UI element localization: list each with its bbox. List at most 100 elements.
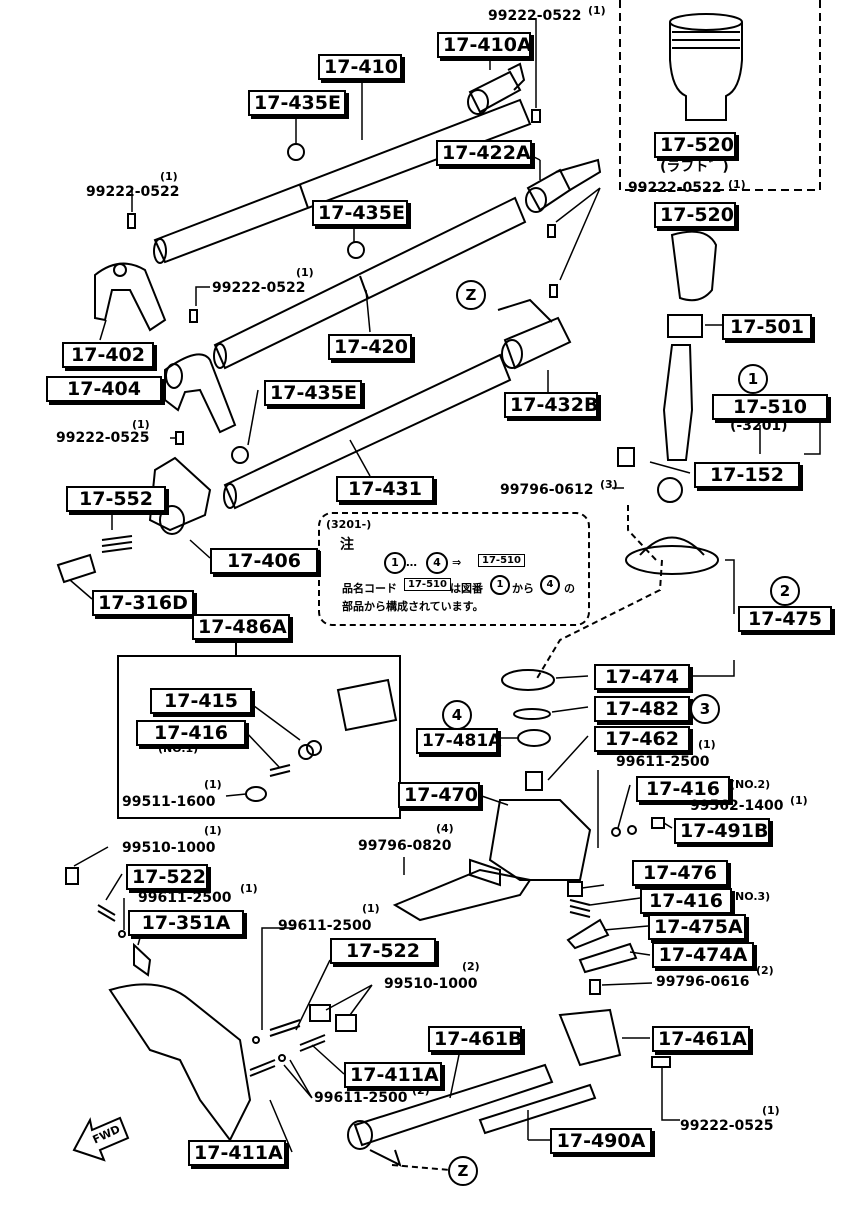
note-line1-circle-1: 1 (490, 575, 510, 595)
label-17-522-a[interactable]: 17-522 (126, 864, 208, 890)
label-99510-1000-l[interactable]: 99510-1000 (122, 840, 216, 856)
label-17-520-top-sub: (ラフト゛) (660, 159, 729, 175)
label-99611-2500-l[interactable]: 99611-2500 (138, 890, 232, 906)
label-99222-0525-b[interactable]: 99222-0525 (680, 1118, 774, 1134)
shift-fork-17-406 (148, 456, 212, 535)
qty-99222-0522-left: (1) (160, 170, 178, 183)
label-99611-2500-r[interactable]: 99611-2500 (616, 754, 710, 770)
rod-end-17-422A (525, 158, 602, 213)
shift-knob-17-520 (670, 230, 718, 302)
qty-99796-0612: (3) (600, 478, 618, 491)
label-17-416-no2[interactable]: 17-416 (636, 776, 730, 802)
boot-17-475 (625, 545, 719, 575)
label-17-461B[interactable]: 17-461B (428, 1026, 522, 1052)
label-99222-0522-mid[interactable]: 99222-0522 (212, 280, 306, 296)
label-17-411A-a[interactable]: 17-411A (344, 1062, 442, 1088)
label-17-510[interactable]: 17-510 (712, 394, 828, 420)
label-17-552[interactable]: 17-552 (66, 486, 166, 512)
label-17-422A[interactable]: 17-422A (436, 140, 532, 166)
label-17-435E-a[interactable]: 17-435E (248, 90, 346, 116)
label-17-411A-b[interactable]: 17-411A (188, 1140, 286, 1166)
label-17-410[interactable]: 17-410 (318, 54, 402, 80)
label-17-474A[interactable]: 17-474A (652, 942, 754, 968)
note-line1b: は図番 (450, 582, 483, 595)
snap-ring-b (347, 241, 365, 259)
callout-1[interactable]: 1 (738, 364, 768, 394)
knob-inset-border (619, 0, 821, 191)
qty-99222-0522-right: (1) (728, 178, 746, 191)
qty-99562-1400: (1) (790, 794, 808, 807)
label-17-420[interactable]: 17-420 (328, 334, 412, 360)
label-17-501[interactable]: 17-501 (722, 314, 812, 340)
case-17-470 (392, 799, 592, 922)
label-17-462[interactable]: 17-462 (594, 726, 690, 752)
shift-rod-17-410 (153, 98, 532, 264)
note-line1d: の (564, 582, 575, 595)
label-17-520-top[interactable]: 17-520 (654, 132, 736, 158)
pin-mid (189, 309, 198, 323)
housing-17-461A (558, 1008, 622, 1067)
callout-2[interactable]: 2 (770, 576, 800, 606)
label-99796-0612[interactable]: 99796-0612 (500, 482, 594, 498)
bolt-17-491B (651, 817, 665, 829)
label-99222-0522-top[interactable]: 99222-0522 (488, 8, 582, 24)
label-17-416-no3[interactable]: 17-416 (640, 888, 732, 914)
label-17-476[interactable]: 17-476 (632, 860, 728, 886)
label-17-482[interactable]: 17-482 (594, 696, 690, 722)
label-99222-0522-left[interactable]: 99222-0522 (86, 184, 180, 200)
qty-99796-0616: (2) (756, 964, 774, 977)
label-17-491B[interactable]: 17-491B (674, 818, 770, 844)
label-17-416[interactable]: 17-416 (136, 720, 246, 746)
snap-ring-a (287, 143, 305, 161)
label-17-510-sub: (-3201) (730, 418, 788, 434)
label-99511-1600[interactable]: 99511-1600 (122, 794, 216, 810)
rod-17-461B (353, 1063, 554, 1147)
plate-17-474 (501, 669, 555, 691)
label-17-520[interactable]: 17-520 (654, 202, 736, 228)
label-17-406[interactable]: 17-406 (210, 548, 318, 574)
label-17-490A[interactable]: 17-490A (550, 1128, 652, 1154)
label-17-461A[interactable]: 17-461A (652, 1026, 750, 1052)
shift-fork-17-404 (164, 353, 237, 434)
label-17-435E-c[interactable]: 17-435E (264, 380, 362, 406)
note-line1ref: 17-510 (404, 578, 451, 591)
pin-right-2 (549, 284, 558, 298)
ball-17-152 (657, 477, 683, 503)
label-17-410A[interactable]: 17-410A (437, 32, 532, 58)
label-99796-0820[interactable]: 99796-0820 (358, 838, 452, 854)
bushing-17-481A (517, 729, 551, 747)
label-17-416-sub: (NO.1) (158, 742, 199, 755)
label-17-432B[interactable]: 17-432B (504, 392, 598, 418)
label-99222-0525[interactable]: 99222-0525 (56, 430, 150, 446)
label-17-470[interactable]: 17-470 (398, 782, 480, 808)
label-17-431[interactable]: 17-431 (336, 476, 434, 502)
label-99510-1000-m[interactable]: 99510-1000 (384, 976, 478, 992)
label-99611-2500-m[interactable]: 99611-2500 (278, 918, 372, 934)
label-17-435E-b[interactable]: 17-435E (312, 200, 408, 226)
label-17-316D[interactable]: 17-316D (92, 590, 194, 616)
bushing-17-152 (617, 447, 635, 467)
label-17-474[interactable]: 17-474 (594, 664, 690, 690)
label-99222-0522-right[interactable]: 99222-0522 (628, 180, 722, 196)
label-17-415[interactable]: 17-415 (150, 688, 252, 714)
bolt-99510-1000-l (65, 867, 79, 885)
callout-3[interactable]: 3 (690, 694, 720, 724)
label-17-475A[interactable]: 17-475A (648, 914, 746, 940)
label-17-351A[interactable]: 17-351A (128, 910, 244, 936)
label-99796-0616[interactable]: 99796-0616 (656, 974, 750, 990)
callout-z-bottom[interactable]: Z (448, 1156, 478, 1186)
callout-z-top[interactable]: Z (456, 280, 486, 310)
label-17-404[interactable]: 17-404 (46, 376, 162, 402)
label-17-475[interactable]: 17-475 (738, 606, 832, 632)
label-17-152[interactable]: 17-152 (694, 462, 800, 488)
label-99562-1400[interactable]: 99562-1400 (690, 798, 784, 814)
label-17-486A[interactable]: 17-486A (192, 614, 290, 640)
label-17-481A[interactable]: 17-481A (416, 728, 501, 754)
snap-ring-c (231, 446, 249, 464)
note-ref: 17-510 (478, 554, 525, 567)
label-17-402[interactable]: 17-402 (62, 342, 154, 368)
label-99611-2500-b[interactable]: 99611-2500 (314, 1090, 408, 1106)
callout-4[interactable]: 4 (442, 700, 472, 730)
label-17-522-b[interactable]: 17-522 (330, 938, 436, 964)
